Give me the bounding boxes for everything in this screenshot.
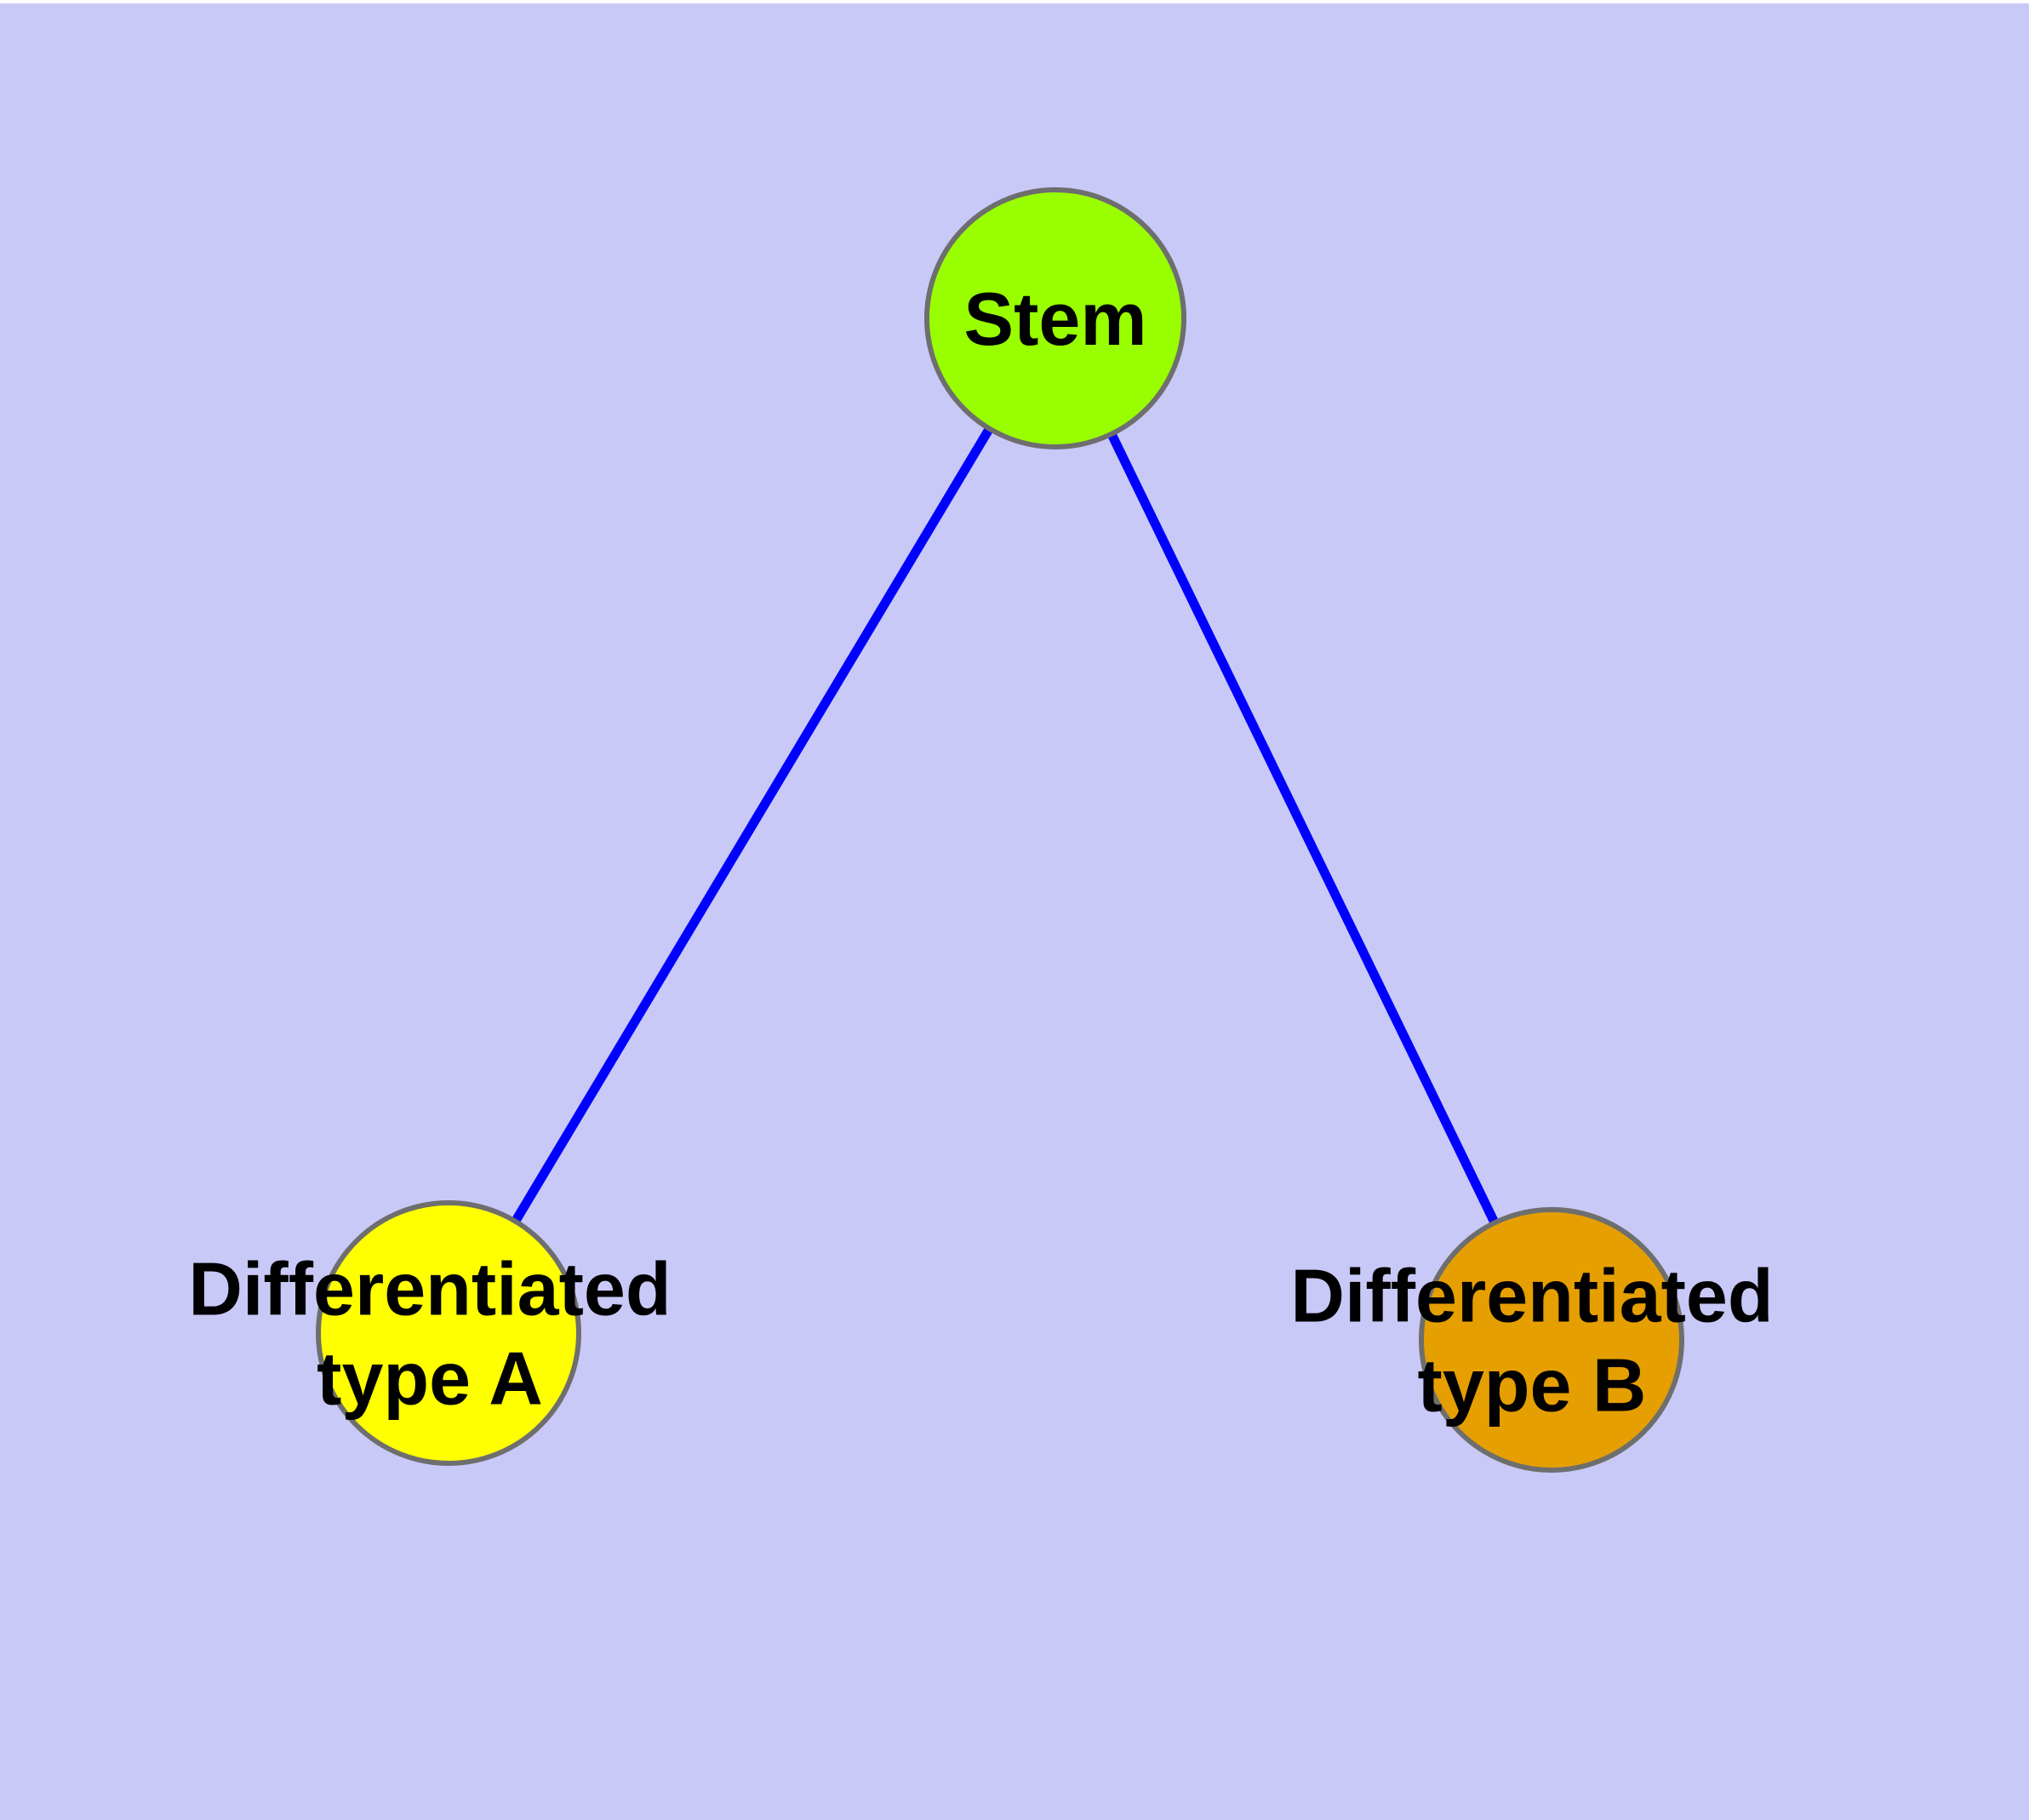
node-diff-a xyxy=(316,1200,581,1466)
edge-stem-diff-b xyxy=(1051,316,1556,1342)
node-label-line: type B xyxy=(1418,1343,1647,1428)
edges-layer xyxy=(444,316,1556,1342)
node-label-line: Differentiated xyxy=(188,1247,671,1331)
node-label-stem: Stem xyxy=(963,277,1146,361)
top-edge-strip xyxy=(0,0,2029,3)
node-label-line: type A xyxy=(317,1336,543,1421)
edge-stem-diff-a xyxy=(444,316,1060,1336)
node-stem xyxy=(924,187,1186,449)
node-label-line: Stem xyxy=(963,277,1146,361)
nodes-layer xyxy=(316,187,1684,1473)
node-label-line: Differentiated xyxy=(1290,1254,1773,1338)
node-diff-b xyxy=(1419,1207,1684,1473)
